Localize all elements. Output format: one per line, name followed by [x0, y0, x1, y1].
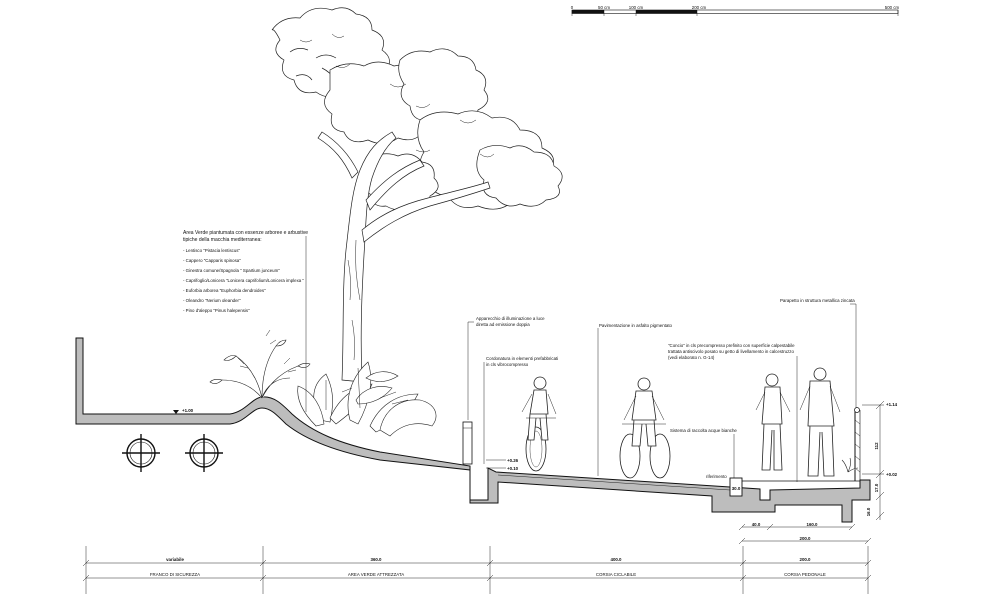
dim-label: 400.0 [611, 557, 623, 562]
dim-label: 17.0 [874, 483, 879, 492]
concio-label: trattata antiscivolo posato su getto di … [668, 349, 794, 354]
vegetation-heading: tipiche della macchia mediterranea: [183, 237, 262, 243]
pipe-left [122, 434, 160, 472]
dim-label: 360.0 [371, 557, 383, 562]
dim-label: 200.0 [800, 557, 812, 562]
zone-label: FRANCO DI SICUREZZA [150, 572, 200, 577]
level-label: +0.02 [886, 472, 898, 477]
species-item: - Euforbia arborea "Euphorbia dendroides… [183, 288, 266, 293]
lighting-note: Apparecchio di illuminazione a luce dire… [467, 316, 545, 420]
palm-shrub [209, 329, 311, 399]
vertical-dimensions: 112 17.0 16.0 [866, 400, 885, 521]
concio-label: "Concio" in cls precompresso prefinito c… [668, 343, 795, 348]
level-marker-parapet: +1.14 +0.02 [862, 402, 898, 477]
paving-note: Pavimentazione in asfalto pigmentato [597, 323, 673, 476]
level-label: +1.00 [182, 408, 194, 413]
cyclist-back [619, 377, 671, 479]
curb-label: Cordonatura in elementi prefabbricati [486, 356, 558, 361]
species-item: - Cappero "Capparis spinosa" [183, 258, 241, 263]
pine-tree-illustration [271, 7, 563, 383]
drainage-label: Sistema di raccolta acque bianche [670, 428, 737, 433]
concio-label: (vedi elaborato n. G-14) [668, 355, 715, 360]
species-item: - Pino d'aleppo "Pinus halepensis" [183, 308, 250, 313]
level-marker-green: +1.00 [160, 408, 196, 415]
curb-label: in cls vibrocompresso [486, 362, 529, 367]
scale-tick-label: 200 cm [692, 5, 707, 10]
species-item: - Oleandro "Nerium oleander" [183, 298, 241, 303]
scale-tick-label: 100 cm [629, 5, 644, 10]
species-item: - Caprifoglio/Lonicera "Lonicera caprifo… [183, 278, 304, 283]
scale-bar: 0 50 cm 100 cm 200 cm 500 cm [571, 5, 900, 16]
cyclist-front [521, 376, 557, 472]
dim-label: 112 [874, 442, 879, 450]
dim-label: 16.0 [866, 507, 871, 516]
dim-label: 40.0 [752, 522, 761, 527]
vegetation-note: Area Verde piantumata con essenze arbore… [183, 230, 308, 412]
species-item: - Ginestra comune/Spagnola " Spartium ju… [183, 268, 280, 273]
level-label: +0.26 [507, 458, 519, 463]
ground-section: 30.0 [75, 337, 871, 523]
level-label: +0.10 [507, 466, 519, 471]
scale-tick-label: 50 cm [598, 5, 610, 10]
vegetation-heading: Area Verde piantumata con essenze arbore… [183, 230, 308, 236]
zone-label: CORSIA CICLABILE [596, 572, 636, 577]
curb-note: Cordonatura in elementi prefabbricati in… [483, 356, 558, 464]
scale-tick-label: 500 cm [885, 5, 900, 10]
parapet-label: Parapetto in struttura metallica zincata [780, 298, 855, 303]
parapet [841, 407, 861, 481]
lighting-label: Apparecchio di illuminazione a luce [476, 316, 545, 321]
walkway-dimensions: 40.0 160.0 200.0 [738, 522, 872, 545]
lighting-label: diretta ad emissione doppia [476, 322, 530, 327]
dim-label: 160.0 [807, 522, 819, 527]
species-item: - Lentisco "Pistacia lentiscus" [183, 248, 240, 253]
reference-label: riferimento [706, 474, 727, 479]
level-marker-curb: +0.26 +0.10 [486, 458, 519, 471]
dim-label: 200.0 [800, 536, 812, 541]
concio-note: "Concio" in cls precompresso prefinito c… [668, 343, 798, 482]
zone-label: CORSIA PEDONALE [784, 572, 826, 577]
dim-label: variabile [166, 557, 184, 562]
pipe-right [185, 434, 223, 472]
zone-label: AREA VERDE ATTREZZATA [348, 572, 404, 577]
parapet-note: Parapetto in struttura metallica zincata [780, 298, 857, 408]
lamp-post [462, 421, 473, 465]
drain-width-label: 30.0 [732, 486, 741, 491]
paving-label: Pavimentazione in asfalto pigmentato [599, 323, 673, 328]
pedestrian-man [799, 367, 841, 477]
bottom-dimension-chain: variabile 360.0 400.0 200.0 FRANCO DI SI… [82, 546, 872, 594]
mediterranean-shrubs [297, 361, 437, 437]
level-label: +1.14 [886, 402, 898, 407]
pedestrian-woman [755, 373, 791, 471]
scale-tick-label: 0 [571, 5, 574, 10]
drainage-note: Sistema di raccolta acque bianche riferi… [670, 428, 737, 479]
